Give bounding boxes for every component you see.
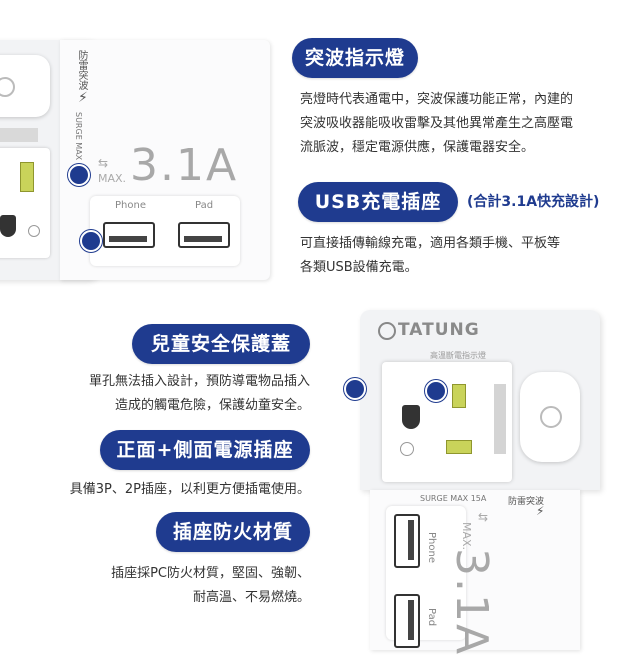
title-front-side-outlets: 正面+側面電源插座 bbox=[100, 430, 310, 470]
title-fireproof: 插座防火材質 bbox=[156, 512, 310, 552]
outlet-slot-yellow bbox=[20, 162, 34, 192]
surge-max-text: SURGE MAX 15A bbox=[420, 494, 487, 503]
indicator-label: 高溫斷電指示燈 bbox=[430, 351, 486, 360]
title-usb-socket: USB充電插座 bbox=[298, 182, 458, 222]
marker-usb bbox=[80, 230, 102, 252]
usb-fast-charge-note: (合計3.1A快充設計) bbox=[467, 194, 600, 210]
top-product-image: 防雷突波 ⚡ SURGE MAX ⇆ MAX. 3.1A Phone Pad bbox=[0, 40, 270, 280]
surge-max-text: SURGE MAX bbox=[74, 112, 83, 161]
max-label: MAX. bbox=[460, 522, 473, 551]
lightning-icon: ⚡ bbox=[536, 504, 545, 518]
outlet-slot-yellow-1 bbox=[452, 384, 466, 408]
port-label-pad: Pad bbox=[426, 608, 437, 627]
tatung-logo-icon bbox=[378, 322, 396, 340]
desc-front-side-outlets: 具備3P、2P插座，以利更方便插電使用。 bbox=[69, 482, 310, 497]
power-icon bbox=[540, 406, 562, 428]
bottom-product-image: TATUNG 高溫斷電指示燈 防雷突波 SURGE MAX 15A ⚡ Phon… bbox=[360, 310, 640, 656]
outlet-ground-hole bbox=[0, 215, 16, 237]
usb-plug-icon: ⇆ bbox=[478, 510, 489, 524]
rating-label: 3.1A bbox=[446, 548, 497, 656]
rating-label: 3.1A bbox=[130, 140, 239, 191]
desc-surge-indicator: 亮燈時代表通電中，突波保護功能正常，內建的 突波吸收器能吸收雷擊及其他異常產生之… bbox=[300, 92, 574, 155]
usb-plug-icon: ⇆ bbox=[98, 156, 109, 170]
outlet-ground-hole bbox=[402, 405, 420, 429]
title-surge-indicator: 突波指示燈 bbox=[292, 38, 418, 78]
usb-port-pad bbox=[394, 594, 420, 648]
port-label-phone: Phone bbox=[115, 200, 146, 211]
surge-side-text: 防雷突波 bbox=[508, 497, 545, 507]
brand-name: TATUNG bbox=[398, 320, 480, 340]
marker-child-safety bbox=[344, 378, 366, 400]
usb-port-phone bbox=[394, 514, 420, 568]
usb-port-phone bbox=[103, 222, 155, 248]
surge-side-text: 防雷突波 bbox=[76, 50, 87, 90]
marker-surge-indicator bbox=[68, 164, 90, 186]
power-icon bbox=[0, 77, 15, 97]
title-child-safety: 兒童安全保護蓋 bbox=[132, 324, 310, 364]
outlet-slot-yellow-2 bbox=[446, 440, 472, 454]
marker-outlet bbox=[425, 380, 447, 402]
port-label-pad: Pad bbox=[195, 200, 214, 211]
lightning-icon: ⚡ bbox=[78, 90, 88, 106]
desc-usb-socket: 可直接插傳輸線充電，適用各類手機、平板等 各類USB設備充電。 bbox=[300, 236, 561, 275]
desc-fireproof: 插座採PC防火材質，堅固、強韌、 耐高溫、不易燃燒。 bbox=[111, 566, 310, 605]
max-label: MAX. bbox=[98, 172, 127, 185]
port-label-phone: Phone bbox=[426, 532, 437, 563]
usb-port-pad bbox=[178, 222, 230, 248]
desc-child-safety: 單孔無法插入設計，預防導電物品插入 造成的觸電危險，保護幼童安全。 bbox=[88, 374, 310, 413]
